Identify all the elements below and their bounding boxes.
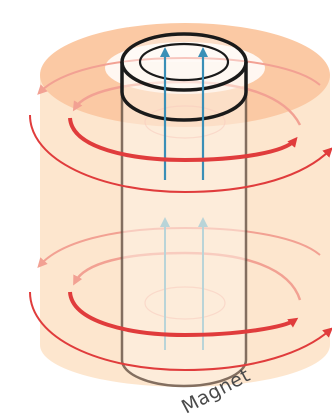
lower-front-field-loop xyxy=(68,291,299,338)
upper-back-outer-loop xyxy=(37,56,321,95)
magnet-cylinder xyxy=(120,62,248,388)
lower-front-outer-loop xyxy=(29,291,332,372)
magnet-top-inner-rim xyxy=(138,42,230,82)
upper-front-field-loop xyxy=(68,117,298,163)
upper-front-outer-loop xyxy=(29,114,332,194)
magnet-top-front-arc xyxy=(120,91,248,122)
